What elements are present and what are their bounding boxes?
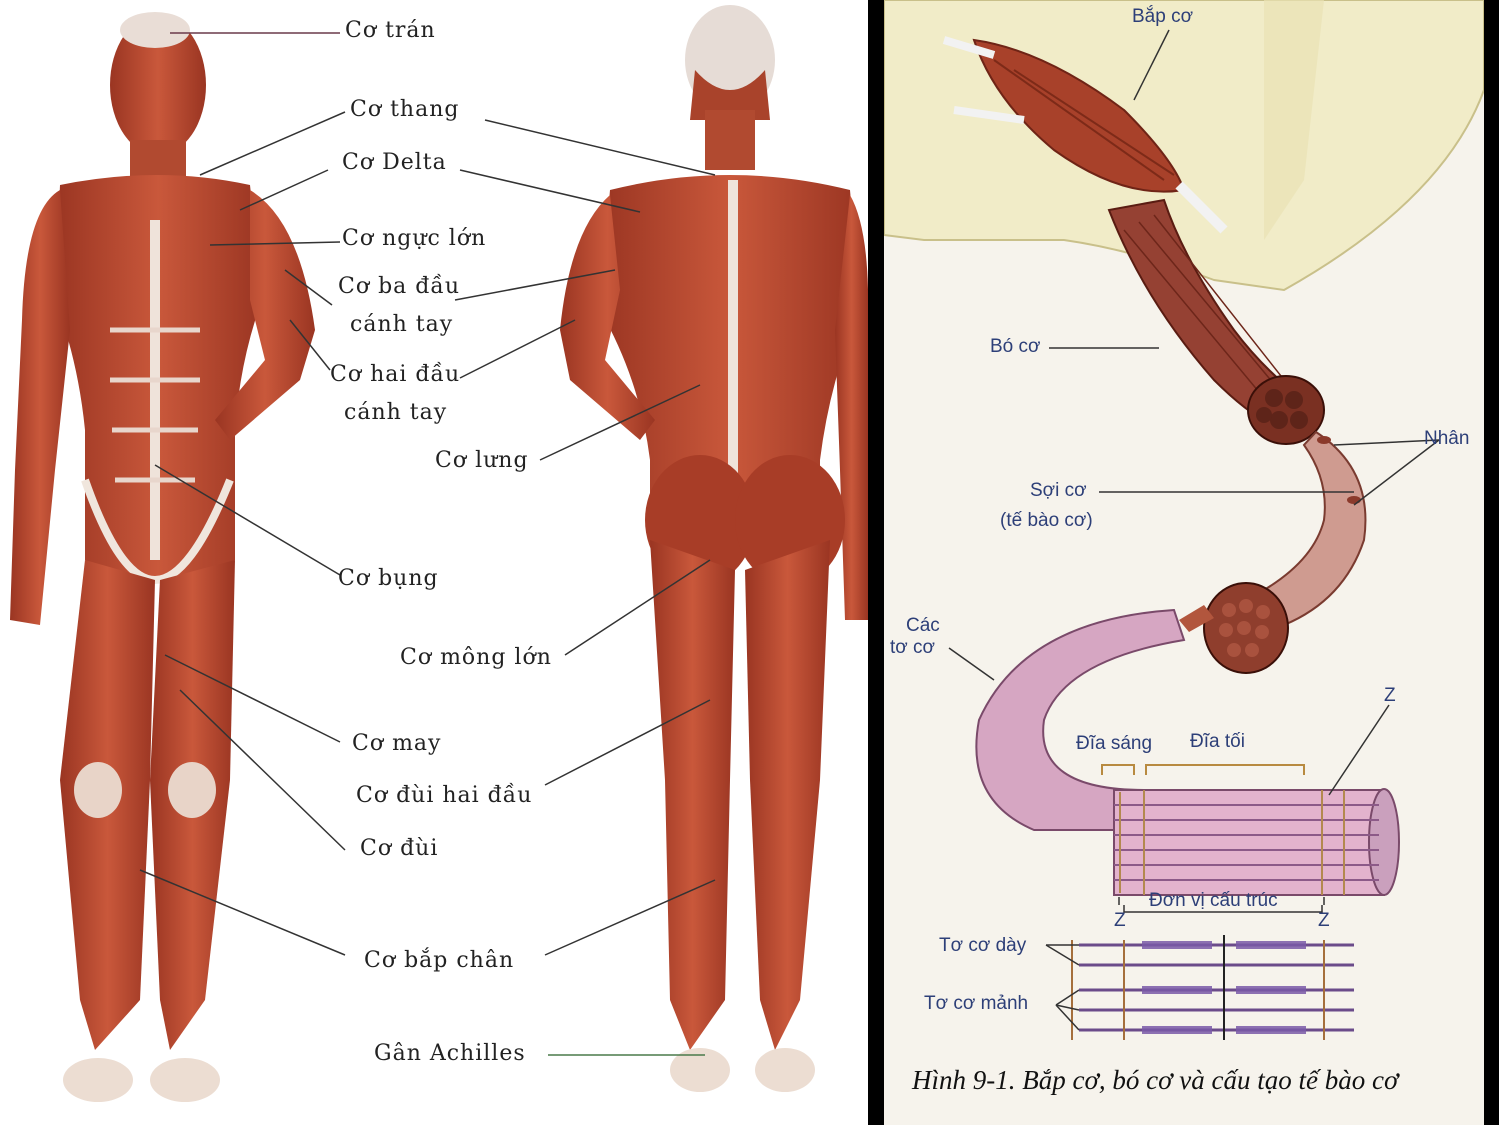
label-bap-co: Bắp cơ (1132, 6, 1194, 27)
label-dia-sang: Đĩa sáng (1076, 733, 1153, 754)
back-body-figure (560, 5, 868, 1092)
label-co-dui: Cơ đùi (360, 836, 439, 861)
label-co-ba-dau-line2: cánh tay (350, 312, 454, 337)
label-co-delta: Cơ Delta (342, 150, 447, 175)
label-co-ba-dau-line1: Cơ ba đầu (338, 274, 460, 299)
muscle-structure-panel: Bắp cơ Bó cơ Nhân Sợi cơ (tế bào cơ) Các… (870, 0, 1499, 1125)
structure-leader-lines (948, 29, 1440, 1031)
label-co-bung: Cơ bụng (338, 566, 439, 591)
label-co-may: Cơ may (352, 731, 442, 756)
label-z-right: Z (1318, 910, 1330, 931)
leader-lines (139, 32, 716, 1056)
label-co-bap-chan: Cơ bắp chân (364, 948, 515, 973)
label-nhan: Nhân (1424, 428, 1470, 449)
muscle-body-drawing (10, 5, 868, 1102)
muscle-structure-drawing (884, 0, 1484, 1040)
label-soi-co-line1: Sợi cơ (1030, 480, 1087, 501)
label-z-top: Z (1384, 685, 1396, 706)
human-muscle-figure-panel: Cơ trán Cơ thang Cơ Delta Cơ ngực lớn Cơ… (0, 0, 868, 1125)
label-co-thang: Cơ thang (350, 97, 460, 122)
label-don-vi-cau-truc: Đơn vị cấu trúc (1149, 890, 1278, 911)
muscle-structure-figure: Bắp cơ Bó cơ Nhân Sợi cơ (tế bào cơ) Các… (884, 0, 1484, 1125)
label-z-left: Z (1114, 910, 1126, 931)
front-body-figure (10, 12, 315, 1102)
figure-caption: Hình 9-1. Bắp cơ, bó cơ và cấu tạo tế bà… (912, 1065, 1399, 1095)
label-dia-toi: Đĩa tối (1190, 731, 1245, 752)
label-to-co-day: Tơ cơ dày (939, 935, 1027, 956)
label-gan-achilles: Gân Achilles (374, 1041, 526, 1066)
label-co-mong-lon: Cơ mông lớn (400, 645, 552, 670)
label-co-hai-dau-line1: Cơ hai đầu (330, 362, 461, 387)
label-co-tran: Cơ trán (345, 18, 436, 43)
label-cac-to-co-line1: Các (906, 615, 940, 636)
label-co-nguc-lon: Cơ ngực lớn (342, 226, 487, 251)
label-co-dui-hai-dau: Cơ đùi hai đầu (356, 783, 533, 808)
label-to-co-manh: Tơ cơ mảnh (924, 993, 1029, 1014)
label-cac-to-co-line2: tơ cơ (890, 637, 935, 658)
label-bo-co: Bó cơ (990, 336, 1041, 357)
label-co-hai-dau-line2: cánh tay (344, 400, 448, 425)
sarcomere-detail (1071, 935, 1354, 1040)
label-co-lung: Cơ lưng (435, 448, 529, 473)
label-soi-co-line2: (tế bào cơ) (1000, 510, 1093, 531)
